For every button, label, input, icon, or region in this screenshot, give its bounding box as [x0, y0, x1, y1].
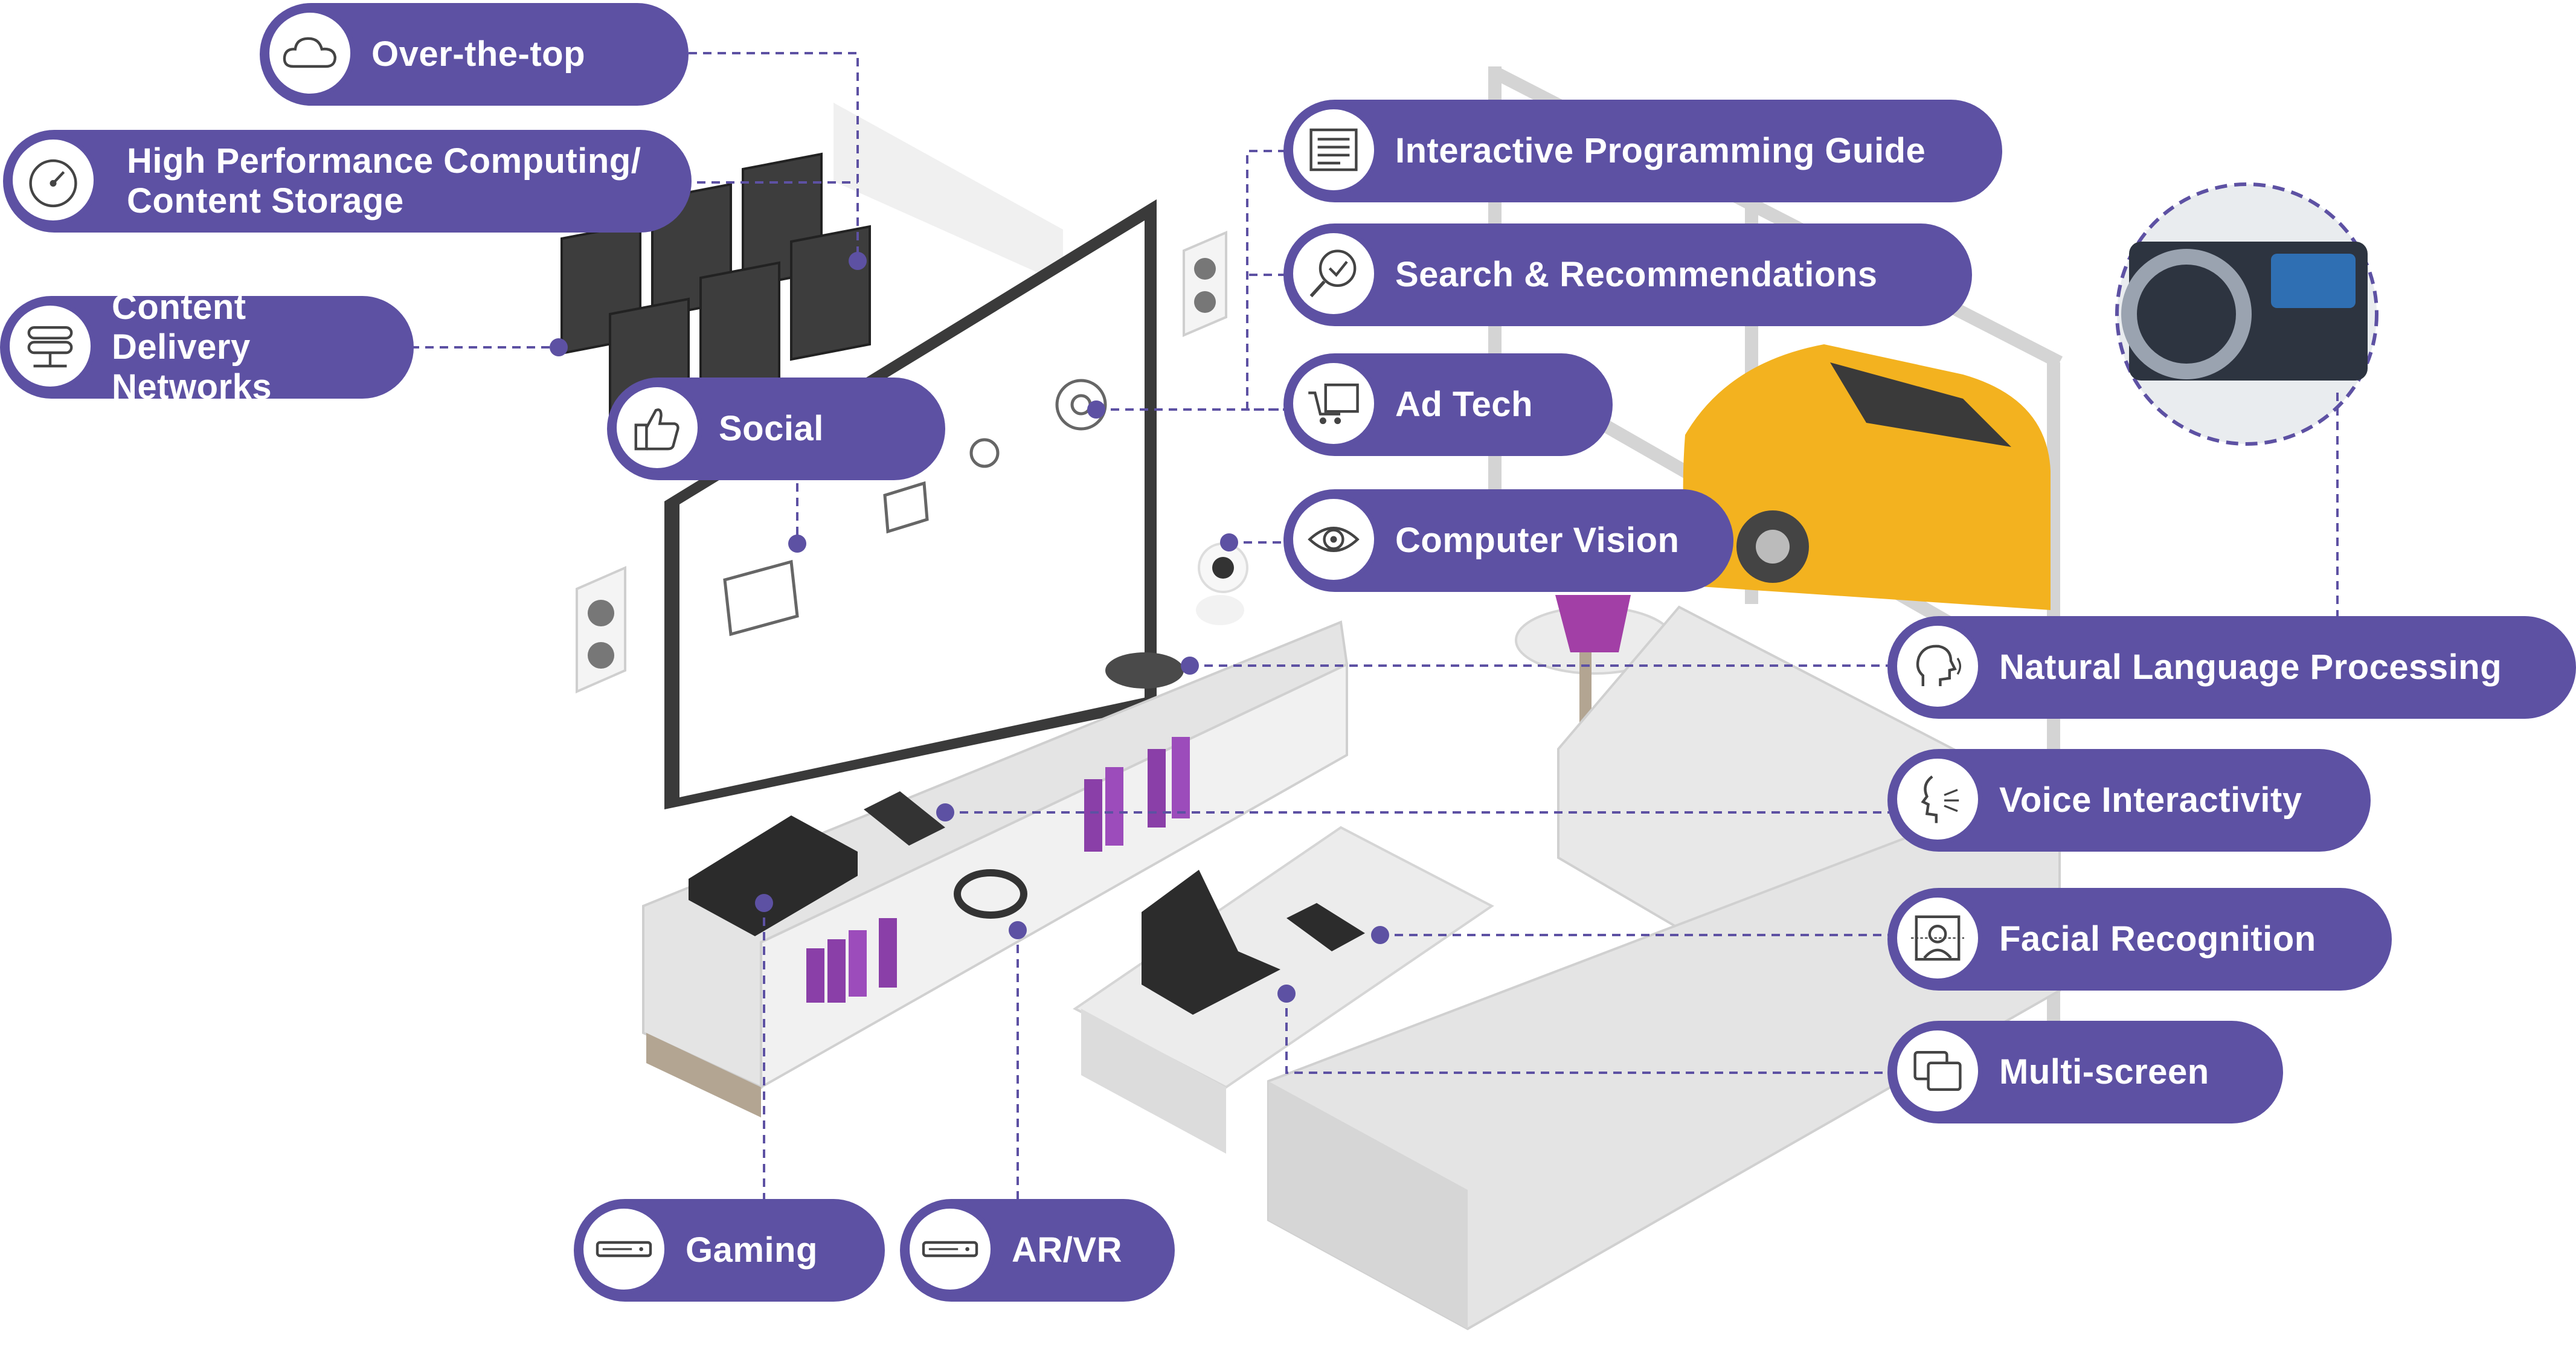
multi-screen-icon — [1892, 1026, 1983, 1116]
label-text: Interactive Programming Guide — [1395, 131, 1926, 170]
dashboard-zoom — [2115, 182, 2378, 446]
cloud-icon — [265, 8, 355, 98]
label-text: Multi-screen — [1999, 1052, 2209, 1091]
label-text: Facial Recognition — [1999, 919, 2316, 959]
eye-icon — [1288, 494, 1379, 585]
media-console — [642, 620, 1349, 1117]
dot-social — [788, 535, 806, 553]
label-interactive-programming-guide: Interactive Programming Guide — [1283, 100, 2002, 202]
dot-cdn — [550, 338, 568, 356]
label-over-the-top: Over-the-top — [260, 3, 689, 106]
camera-device — [1196, 542, 1248, 625]
label-search-recommendations: Search & Recommendations — [1283, 223, 1972, 326]
voice-face-icon — [1892, 754, 1983, 844]
label-text: Natural Language Processing — [1999, 648, 2502, 687]
label-content-delivery-networks: Content Delivery Networks — [0, 288, 414, 407]
thumbs-up-icon — [612, 382, 702, 473]
label-ad-tech: Ad Tech — [1283, 353, 1613, 456]
tv-screen — [664, 199, 1157, 809]
label-computer-vision: Computer Vision — [1283, 489, 1733, 592]
label-text: Content Delivery Networks — [112, 288, 272, 407]
server-stack-icon — [5, 301, 95, 391]
smart-speaker — [1105, 652, 1184, 689]
document-lines-icon — [1288, 104, 1379, 195]
face-scan-icon — [1892, 893, 1983, 983]
dot-nlp — [1181, 657, 1199, 675]
dot-arvr — [1009, 921, 1027, 939]
game-console — [689, 815, 858, 936]
remote — [864, 791, 945, 846]
gauge-icon — [8, 135, 98, 225]
label-social: Social — [607, 378, 945, 480]
label-text: High Performance Computing/ Content Stor… — [127, 141, 641, 220]
label-high-performance-computing: High Performance Computing/ Content Stor… — [3, 130, 692, 233]
yellow-car — [1683, 344, 2051, 610]
label-text: Ad Tech — [1395, 385, 1533, 424]
label-multi-screen: Multi-screen — [1887, 1021, 2283, 1123]
label-text: Search & Recommendations — [1395, 255, 1878, 294]
dot-multiscreen — [1277, 985, 1296, 1003]
console-icon — [905, 1204, 995, 1294]
label-gaming: Gaming — [574, 1199, 885, 1302]
label-natural-language-processing: Natural Language Processing — [1887, 616, 2576, 719]
label-facial-recognition: Facial Recognition — [1887, 888, 2392, 991]
console-icon — [579, 1204, 669, 1294]
coffee-table — [1073, 826, 1494, 1154]
label-text: Voice Interactivity — [1999, 780, 2302, 820]
label-ar-vr: AR/VR — [900, 1199, 1175, 1302]
label-text: AR/VR — [1012, 1230, 1122, 1270]
dot-voice — [936, 803, 954, 821]
dot-adtech — [1087, 400, 1105, 419]
vr-headset — [954, 869, 1027, 919]
label-text: Over-the-top — [371, 34, 585, 74]
magnifier-check-icon — [1288, 228, 1379, 319]
dot-cv — [1220, 533, 1238, 551]
label-voice-interactivity: Voice Interactivity — [1887, 749, 2371, 852]
label-text: Gaming — [686, 1230, 818, 1270]
speaking-head-icon — [1892, 621, 1983, 712]
dot-gaming — [755, 894, 773, 912]
cart-screen-icon — [1288, 358, 1379, 449]
dot-face — [1371, 926, 1389, 944]
dot-ott — [849, 252, 867, 270]
side-table — [1515, 595, 1674, 743]
label-text: Computer Vision — [1395, 521, 1680, 560]
label-text: Social — [719, 409, 824, 448]
